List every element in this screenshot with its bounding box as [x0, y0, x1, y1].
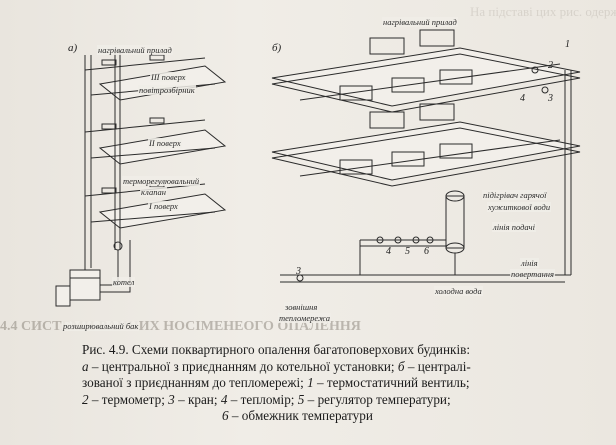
- label-cold-water: холодна вода: [434, 286, 483, 296]
- marker-6: 6: [424, 246, 429, 257]
- label-supply-line: лінія подачі: [492, 222, 536, 232]
- marker-4: 4: [520, 93, 525, 104]
- caption-line-3: зованої з приєднанням до тепломережі; 1 …: [82, 375, 470, 390]
- panel-a-letter: а): [68, 42, 78, 54]
- marker-5: 5: [405, 246, 410, 257]
- figure-caption: Рис. 4.9. Схеми поквартирного опалення б…: [82, 342, 557, 425]
- label-heater-a: нагрівальний прилад: [97, 45, 173, 55]
- label-hot-water-2: хужиткової води: [487, 202, 552, 212]
- label-hot-water-1: підігрівач гарячої: [482, 190, 548, 200]
- scheme-b-drawing: [271, 29, 581, 283]
- marker-2: 2: [548, 60, 553, 71]
- label-return-line-1: лінія: [520, 258, 539, 268]
- marker-3-lower: 3: [296, 266, 301, 277]
- label-thermo-valve-2: клапан: [140, 187, 167, 197]
- caption-line-1: Рис. 4.9. Схеми поквартирного опалення б…: [82, 342, 471, 357]
- label-external-net-2: тепломережа: [278, 313, 331, 323]
- label-thermo-valve-1: терморегулювальний: [122, 176, 201, 186]
- label-floor-2: II поверх: [148, 138, 182, 148]
- heating-schemes-figure: [55, 29, 581, 307]
- label-air-collector: повітрозбірник: [138, 85, 196, 95]
- label-heater-b: нагрівальний прилад: [382, 17, 458, 27]
- label-boiler: котел: [112, 277, 136, 287]
- label-floor-3: III поверх: [150, 72, 187, 82]
- label-floor-1: I поверх: [148, 201, 179, 211]
- label-return-line-2: повертання: [510, 269, 555, 279]
- panel-b-letter: б): [272, 42, 282, 54]
- caption-line-4: 2 – термометр; 3 – кран; 4 – тепломір; 5…: [82, 391, 451, 407]
- marker-1: 1: [565, 39, 570, 50]
- marker-4-lower: 4: [386, 246, 391, 257]
- caption-line-2: а – центральної з приєднанням до котельн…: [82, 358, 471, 374]
- marker-3: 3: [548, 93, 553, 104]
- caption-line-5: 6 – обмежник температури: [222, 408, 373, 423]
- label-external-net-1: зовнішня: [284, 302, 319, 312]
- label-expansion-tank: розширювальний бак: [62, 321, 140, 331]
